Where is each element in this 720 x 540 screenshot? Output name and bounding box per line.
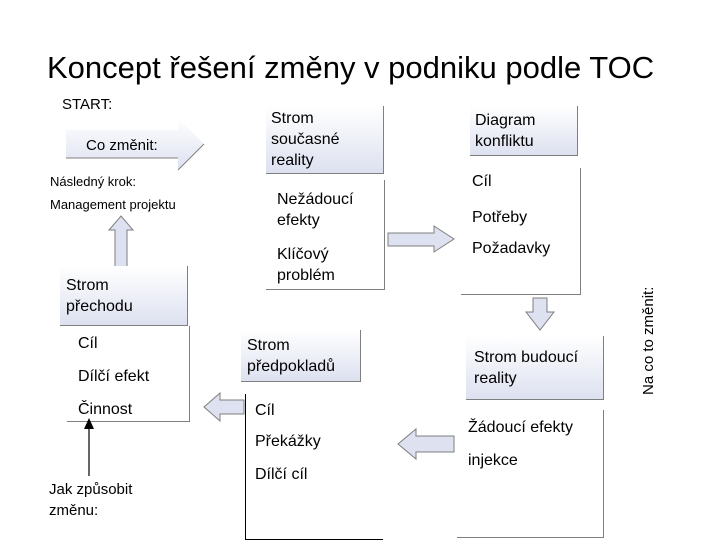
conflict-box: [461, 168, 581, 295]
diagram-konfliktu-box: Diagram konfliktu: [470, 106, 578, 156]
arrow-to-transition: [203, 391, 245, 423]
future-box: [457, 410, 604, 538]
klicovy-problem: Klíčový problém: [277, 246, 335, 284]
up-arrow-left: [107, 215, 135, 269]
transition-item-cinnost: Činnost: [78, 401, 133, 418]
conflict-item-pozadavky: Požadavky: [472, 240, 551, 257]
co-zmenit-label: Co změnit:: [86, 137, 158, 154]
diagram-konfliktu-label: Diagram konfliktu: [475, 112, 536, 150]
future-item-injekce: injekce: [468, 452, 518, 469]
strom-soucasne-box: Strom současné reality: [266, 106, 384, 174]
prereq-item-prekazky: Překážky: [255, 433, 321, 450]
nasledny-krok-label: Následný krok:: [50, 174, 136, 189]
arrow-to-prerequisites: [397, 427, 455, 461]
page-title: Koncept řešení změny v podniku podle TOC: [47, 50, 655, 85]
strom-prechodu-label: Strom přechodu: [66, 277, 133, 315]
jak-zpusobit-label: Jak způsobit změnu:: [49, 481, 133, 519]
nezadouci-efekty: Nežádoucí efekty: [277, 191, 354, 229]
start-label: START:: [62, 96, 113, 113]
strom-predpokladu-box: Strom předpokladů: [241, 330, 361, 382]
down-arrow-right: [524, 297, 556, 331]
arrow-to-conflict: [387, 225, 455, 253]
management-label: Management projektu: [50, 197, 176, 212]
na-co-zmenit-label: Na co to změnit:: [640, 286, 657, 395]
prerequisites-box: [245, 394, 383, 540]
transition-item-dilci-efekt: Dílčí efekt: [78, 368, 150, 385]
co-zmenit-arrow: [66, 118, 205, 171]
strom-budouci-box: Strom budoucí reality: [466, 336, 604, 400]
strom-prechodu-box: Strom přechodu: [60, 266, 188, 326]
transition-box: [67, 326, 190, 422]
strom-budouci-label: Strom budoucí reality: [474, 349, 579, 387]
prereq-item-dilci-cil: Dílčí cíl: [255, 466, 308, 483]
jak-zpusobit-arrow: [84, 418, 94, 476]
current-reality-box: [266, 180, 385, 290]
transition-item-cil: Cíl: [78, 335, 98, 352]
strom-soucasne-label: Strom současné reality: [271, 110, 340, 169]
future-item-zadouci: Žádoucí efekty: [468, 419, 573, 436]
strom-predpokladu-label: Strom předpokladů: [247, 337, 336, 375]
prereq-item-cil: Cíl: [255, 402, 275, 419]
conflict-item-cil: Cíl: [472, 173, 492, 190]
conflict-item-potreby: Potřeby: [472, 209, 528, 226]
